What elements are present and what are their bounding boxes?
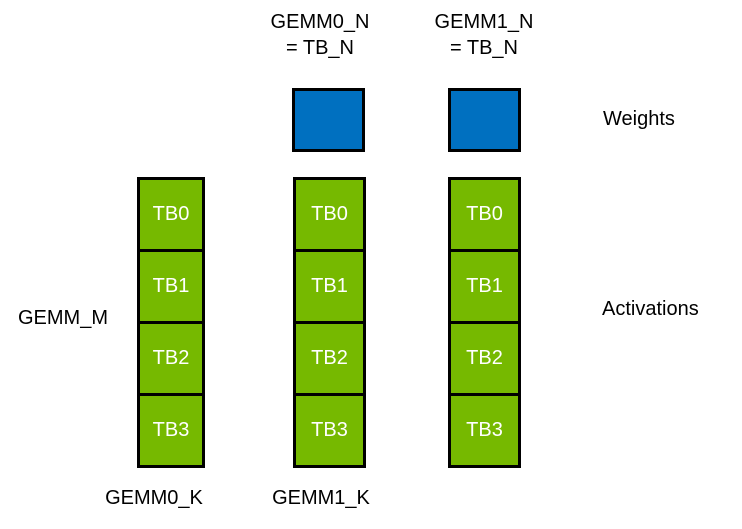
gemm1-k-label: GEMM1_K xyxy=(272,487,370,509)
tb-cell: TB3 xyxy=(451,393,518,465)
gemm0-n-label-line2: = TB_N xyxy=(286,37,354,59)
activations-label: Activations xyxy=(602,298,699,320)
gemm1-n-label: GEMM1_N = TB_N xyxy=(399,9,569,61)
tb-cell: TB0 xyxy=(311,203,348,225)
tb-cell: TB0 xyxy=(466,203,503,225)
tb-cell: TB1 xyxy=(296,249,363,321)
tb-cell: TB3 xyxy=(296,393,363,465)
tb-cell: TB2 xyxy=(451,321,518,393)
gemm0-n-label: GEMM0_N = TB_N xyxy=(235,9,405,61)
tb-cell: TB2 xyxy=(296,321,363,393)
tb-cell: TB3 xyxy=(140,393,202,465)
gemm0-n-label-line1: GEMM0_N xyxy=(270,11,370,33)
weight-block-gemm0 xyxy=(292,88,365,152)
gemm1-n-label-line2: = TB_N xyxy=(450,37,518,59)
activation-column-1: TB0 TB1 TB2 TB3 xyxy=(293,177,366,468)
gemm1-n-label-line1: GEMM1_N xyxy=(434,11,534,33)
activation-column-2: TB0 TB1 TB2 TB3 xyxy=(448,177,521,468)
weights-label: Weights xyxy=(603,108,675,130)
gemm0-k-label: GEMM0_K xyxy=(105,487,203,509)
tb-cell: TB2 xyxy=(140,321,202,393)
tb-cell: TB1 xyxy=(451,249,518,321)
gemm-m-label: GEMM_M xyxy=(18,307,108,329)
tb-cell: TB0 xyxy=(152,203,190,225)
weight-block-gemm1 xyxy=(448,88,521,152)
tb-cell: TB1 xyxy=(140,249,202,321)
activation-column-0: TB0 TB1 TB2 TB3 xyxy=(137,177,205,468)
